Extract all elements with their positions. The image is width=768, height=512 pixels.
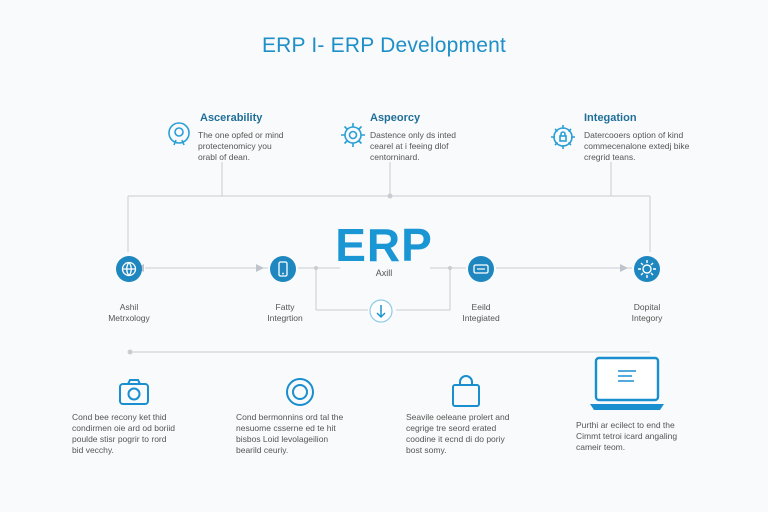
node-label: Eeild Integiated: [462, 302, 500, 323]
device-icon: [466, 254, 496, 284]
camera-icon: [116, 374, 152, 410]
bottom-item-desc: Seavile oeleane prolert and cegrige tre …: [406, 412, 510, 455]
diagram-title: ERP I- ERP Development: [261, 34, 507, 57]
center-subtitle: Axill: [375, 268, 393, 278]
top-item-desc: The one opfed or mind protectenomicy you…: [198, 130, 284, 162]
gear-lock-icon: [548, 122, 578, 152]
gear-icon: [632, 254, 662, 284]
bottom-item-desc: Purthi ar ecilect to end the Cimmt tetro…: [576, 420, 678, 452]
top-item-desc: Datercooers option of kind commecenalone…: [584, 130, 690, 162]
shopping-bag-icon: [448, 374, 484, 410]
node-label: Fatty Integrtion: [267, 302, 303, 323]
laptop-icon: [588, 356, 666, 412]
circle-target-icon: [282, 374, 318, 410]
center-title: ERP: [335, 219, 433, 271]
arrow-down-icon: [367, 297, 395, 325]
gear-head-icon: [164, 118, 194, 148]
node-label: Ashil Metrxology: [108, 302, 150, 323]
bottom-item-desc: Cond bee recony ket thid condirmen oie a…: [72, 412, 176, 455]
top-item-heading: Integation: [584, 112, 637, 124]
phone-icon: [268, 254, 298, 284]
bottom-item-desc: Cond bermonnins ord tal the nesuome csse…: [236, 412, 344, 455]
node-label: Dopital Integory: [631, 302, 663, 323]
top-item-heading: Ascerability: [200, 112, 263, 124]
gear-icon: [338, 120, 368, 150]
top-item-desc: Dastence only ds inted cearel at i feein…: [370, 130, 456, 162]
top-item-heading: Aspeorcy: [370, 112, 421, 124]
globe-icon: [114, 254, 144, 284]
